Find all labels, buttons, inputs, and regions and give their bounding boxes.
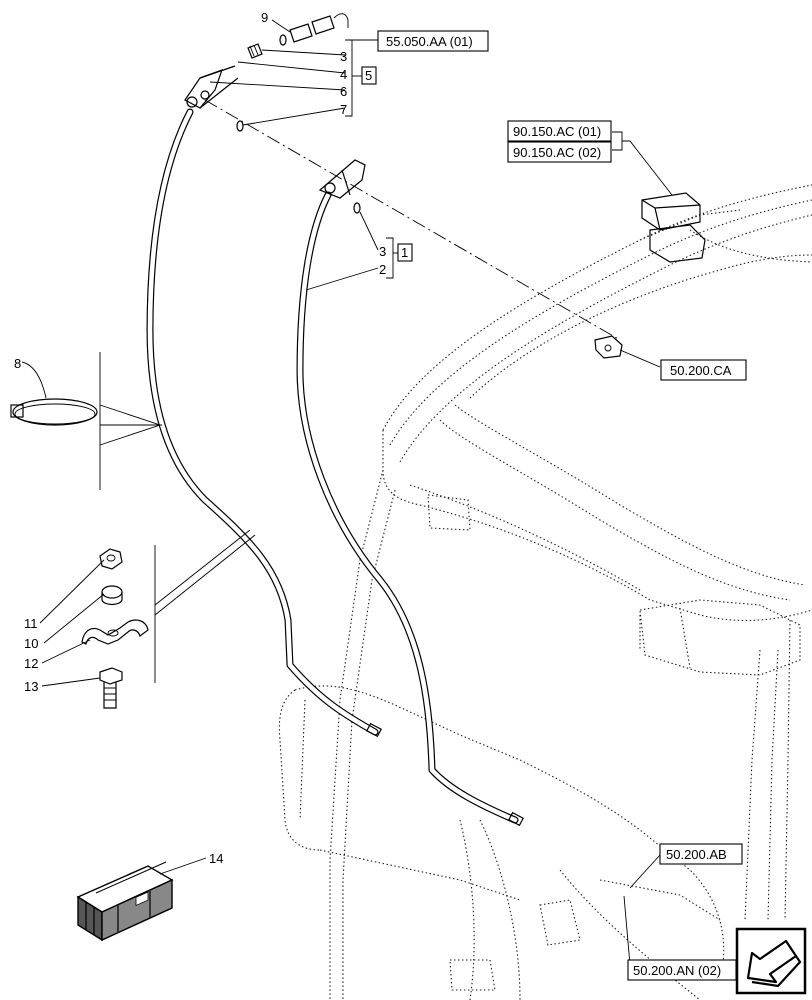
ref-90150AC-02[interactable]: 90.150.AC (02): [507, 141, 612, 163]
ref-50200AB[interactable]: 50.200.AB: [659, 843, 743, 865]
callout-4: 4: [340, 67, 347, 82]
callout-2: 2: [379, 262, 386, 277]
callout-3a: 3: [340, 49, 347, 64]
callout-13: 13: [24, 679, 38, 694]
svg-text:5: 5: [365, 68, 372, 83]
svg-text:55.050.AA (01): 55.050.AA (01): [386, 34, 473, 49]
nozzle-assembly-5: [184, 43, 263, 132]
callout-8: 8: [14, 356, 21, 371]
callout-numbers: 9 3 4 6 7 3 2 8 11 10 12 13 14: [14, 10, 386, 866]
assembly-axis: [204, 99, 621, 341]
hose-end-fittings: [366, 722, 524, 827]
callout-6: 6: [340, 84, 347, 99]
callout-9: 9: [261, 10, 268, 25]
callout-11: 11: [24, 616, 38, 631]
connector-50200CA: [594, 335, 623, 359]
svg-text:1: 1: [401, 245, 408, 260]
callout-14: 14: [209, 851, 223, 866]
cab-frame: [278, 184, 812, 1000]
nozzle-9: [279, 13, 349, 46]
callout-7: 7: [340, 102, 347, 117]
ref-50200AN[interactable]: 50.200.AN (02): [627, 959, 737, 981]
group-box-5: 5: [361, 66, 377, 85]
svg-text:50.200.AN (02): 50.200.AN (02): [633, 963, 721, 978]
callout-3b: 3: [379, 244, 386, 259]
hose-2: [146, 108, 379, 736]
group-box-1: 1: [397, 243, 413, 262]
svg-text:50.200.AB: 50.200.AB: [666, 847, 727, 862]
arrow-back-icon: [746, 939, 798, 984]
svg-text:90.150.AC (01): 90.150.AC (01): [513, 124, 601, 139]
clamp-set: [81, 548, 149, 709]
nav-arrow-button[interactable]: [735, 927, 807, 995]
ref-55050AA[interactable]: 55.050.AA (01): [377, 30, 489, 52]
callout-12: 12: [24, 656, 38, 671]
ref-50200CA[interactable]: 50.200.CA: [660, 359, 747, 381]
nozzle-assembly-1: [318, 159, 366, 214]
svg-text:90.150.AC (02): 90.150.AC (02): [513, 145, 601, 160]
roof-sensor-block: [641, 192, 706, 263]
hose-1: [296, 191, 519, 824]
svg-text:50.200.CA: 50.200.CA: [670, 363, 732, 378]
ref-90150AC-01[interactable]: 90.150.AC (01): [507, 120, 612, 142]
callout-10: 10: [24, 636, 38, 651]
kit-box-icon: [76, 861, 174, 942]
callout-leaders: [21, 19, 673, 966]
cable-tie-8: [10, 398, 98, 426]
detail-pointers: [99, 352, 256, 683]
